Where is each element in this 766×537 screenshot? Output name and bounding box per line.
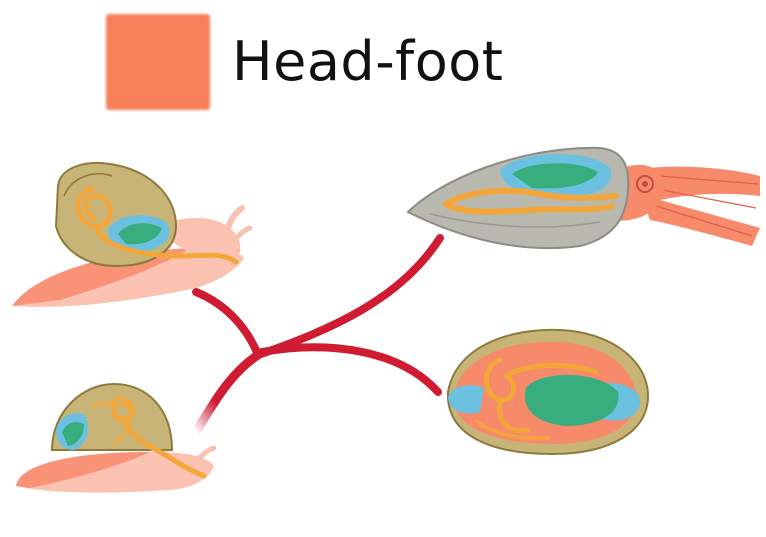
phylogeny-branches bbox=[191, 234, 444, 437]
gill bbox=[512, 163, 598, 189]
snail-advanced-shell bbox=[54, 162, 178, 268]
tentacle bbox=[223, 205, 245, 237]
tentacle bbox=[227, 225, 253, 247]
legend-label-headfoot: Head-foot bbox=[232, 30, 504, 93]
branch-to-snail-advanced bbox=[192, 288, 262, 359]
ancestral-snail-icon bbox=[16, 382, 217, 493]
gill bbox=[118, 223, 162, 245]
branch-trunk bbox=[191, 350, 263, 437]
gut bbox=[443, 187, 619, 215]
torted-snail-icon bbox=[12, 162, 253, 307]
gut bbox=[484, 357, 599, 434]
gill bbox=[524, 374, 619, 426]
gill bbox=[62, 422, 84, 446]
gut bbox=[75, 185, 239, 265]
legend-swatch-headfoot bbox=[106, 14, 210, 110]
tentacle bbox=[193, 445, 217, 465]
branch-to-clam bbox=[258, 343, 442, 396]
branch-to-squid bbox=[254, 234, 444, 359]
squid-icon bbox=[406, 146, 760, 249]
bivalve-icon bbox=[446, 328, 650, 456]
squid-eye bbox=[636, 175, 654, 193]
gut bbox=[110, 395, 207, 479]
